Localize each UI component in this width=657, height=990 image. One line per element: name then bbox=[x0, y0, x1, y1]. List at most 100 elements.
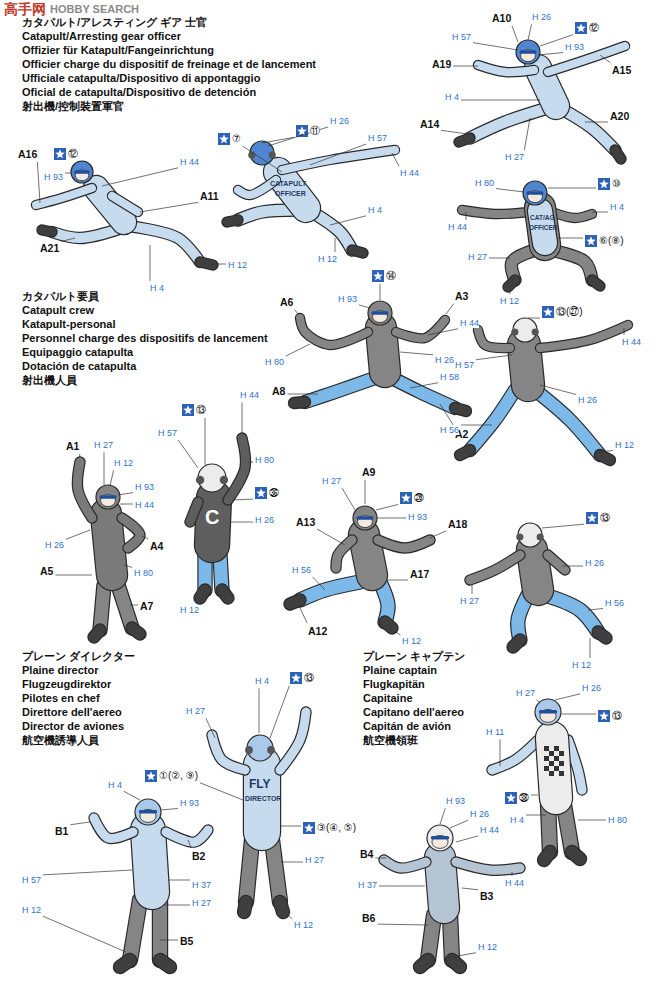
paint-star-box bbox=[585, 235, 597, 247]
section-heading: プレーン キャプテン bbox=[363, 650, 465, 663]
paint-code: H 44 bbox=[400, 168, 419, 178]
paint-code: H 27 bbox=[192, 898, 211, 908]
paint-callout: ⑬(㉗) bbox=[556, 306, 583, 318]
leader-line bbox=[446, 953, 476, 958]
leader-line bbox=[259, 688, 260, 733]
figure-outline bbox=[294, 402, 305, 403]
paint-code: H 26 bbox=[585, 558, 604, 568]
leader-line bbox=[232, 499, 253, 501]
figure-marking: OFFICER bbox=[529, 224, 558, 231]
figure-part bbox=[118, 585, 132, 628]
part-number: A21 bbox=[40, 242, 59, 254]
helmet bbox=[135, 799, 161, 825]
figure-outline bbox=[128, 226, 200, 262]
part-number: A12 bbox=[308, 625, 327, 637]
figure-part bbox=[246, 840, 252, 902]
paint-callout: ㊳ bbox=[519, 792, 529, 804]
figure-outline bbox=[462, 210, 530, 214]
figure-part bbox=[600, 455, 610, 460]
paint-code: H 93 bbox=[338, 294, 357, 304]
leader-line bbox=[375, 858, 386, 859]
figure-part bbox=[470, 108, 548, 138]
leader-line bbox=[165, 905, 190, 906]
leader-line bbox=[489, 258, 510, 259]
figure-part bbox=[94, 630, 100, 637]
crew-figure bbox=[462, 181, 600, 287]
figure-part bbox=[100, 585, 104, 630]
figure-outline bbox=[552, 212, 592, 218]
figure-outline bbox=[518, 595, 528, 640]
star-symbol bbox=[55, 149, 65, 158]
figure-part bbox=[160, 960, 170, 967]
crew-figure bbox=[294, 301, 466, 411]
leader-line bbox=[124, 791, 140, 800]
figure-part bbox=[290, 600, 300, 604]
paint-code: H 57 bbox=[368, 133, 387, 143]
leader-line bbox=[37, 162, 40, 203]
section-heading: プレーン ダイレクター bbox=[22, 650, 135, 663]
leader-line bbox=[79, 454, 80, 458]
figure-outline bbox=[381, 328, 385, 372]
figure-outline bbox=[280, 902, 283, 912]
paint-callout: ⑬ bbox=[304, 672, 314, 684]
paint-code: H 93 bbox=[180, 798, 199, 808]
paint-code: H 37 bbox=[358, 880, 377, 890]
leader-line bbox=[453, 66, 478, 67]
figure-outline bbox=[560, 108, 615, 150]
paint-code: H 57 bbox=[455, 360, 474, 370]
figure-outline bbox=[459, 138, 470, 142]
paint-code: H 44 bbox=[480, 825, 499, 835]
paint-star-box bbox=[400, 492, 412, 504]
figure-part bbox=[352, 250, 363, 253]
leader-line bbox=[440, 808, 445, 824]
leader-line bbox=[590, 638, 591, 658]
leader-line bbox=[562, 714, 596, 715]
figure-part bbox=[212, 735, 245, 770]
figure-outline bbox=[246, 840, 252, 902]
figure-outline bbox=[312, 212, 352, 250]
paint-code: H 4 bbox=[150, 283, 164, 293]
figure-outline bbox=[300, 318, 368, 345]
figure-outline bbox=[148, 830, 152, 892]
paint-code: H 4 bbox=[108, 780, 122, 790]
figure-outline bbox=[78, 462, 92, 518]
figure-outline bbox=[384, 860, 426, 868]
crew-figure bbox=[78, 462, 140, 637]
leader-line bbox=[390, 628, 400, 635]
crew-figure bbox=[94, 799, 208, 967]
section-heading: Offizier für Katapult/Fangeinrichtung bbox=[22, 44, 214, 57]
paint-code: H 12 bbox=[615, 440, 634, 450]
figure-outline bbox=[118, 585, 132, 628]
face bbox=[75, 170, 89, 181]
figure-outline bbox=[272, 840, 280, 902]
section-heading: 航空機誘導人員 bbox=[22, 734, 99, 747]
figure-outline bbox=[190, 502, 198, 522]
leader-line bbox=[61, 238, 75, 242]
helmet bbox=[523, 181, 547, 205]
paint-callout: ⑬ bbox=[196, 404, 206, 416]
face bbox=[101, 495, 116, 507]
figure-outline bbox=[396, 320, 445, 338]
leader-line bbox=[472, 585, 473, 594]
crew-figure bbox=[227, 141, 395, 253]
star-square bbox=[542, 306, 554, 318]
paint-code: H 44 bbox=[460, 318, 479, 328]
star-square bbox=[575, 22, 587, 34]
figure-outline bbox=[544, 852, 550, 860]
figure-part bbox=[312, 212, 352, 250]
figure-part bbox=[385, 622, 392, 628]
leader-line bbox=[542, 524, 584, 528]
part-number: A3 bbox=[455, 290, 468, 302]
star-square bbox=[182, 404, 194, 416]
checker-pattern bbox=[544, 756, 549, 761]
leader-line bbox=[160, 940, 178, 941]
leader-line bbox=[540, 385, 576, 394]
leader-line bbox=[178, 440, 198, 468]
figure-outline bbox=[460, 450, 470, 455]
figure-outline bbox=[392, 378, 455, 408]
leader-line bbox=[200, 783, 243, 800]
face bbox=[528, 191, 543, 203]
leader-line bbox=[380, 284, 381, 300]
paint-callout: ③(④, ⑤) bbox=[317, 822, 356, 834]
leader-line bbox=[118, 493, 133, 495]
